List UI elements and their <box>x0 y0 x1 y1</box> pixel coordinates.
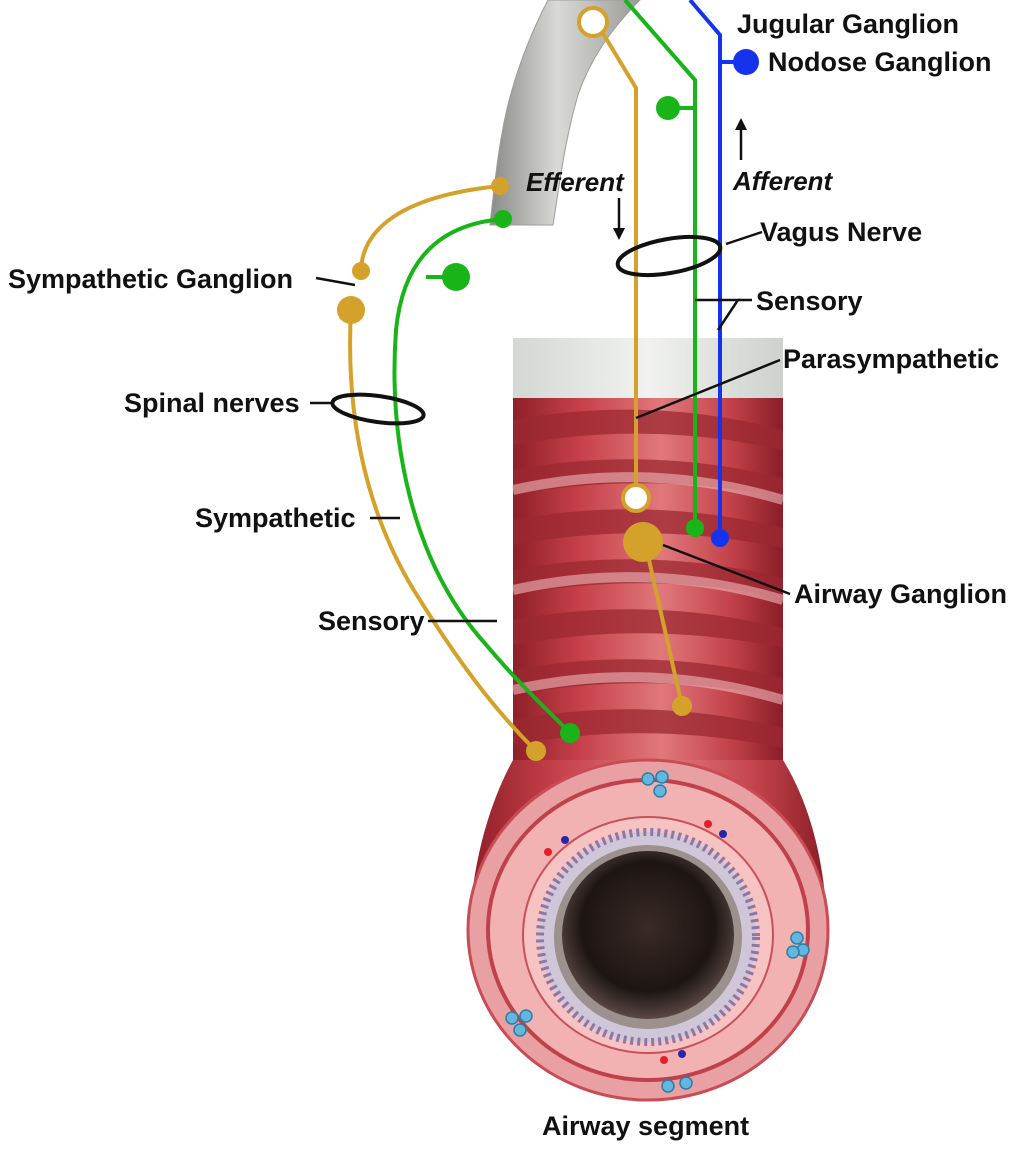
spinal-nerves-label: Spinal nerves <box>124 388 300 418</box>
sympathetic-ganglion-node <box>337 296 365 324</box>
airway-ganglion-label: Airway Ganglion <box>794 579 1007 609</box>
nodose-ganglion-node <box>733 49 759 75</box>
spinal-sensory-ganglion-node <box>442 263 470 291</box>
efferent-label: Efferent <box>526 167 625 197</box>
sympathetic-ganglion-label: Sympathetic Ganglion <box>8 264 293 294</box>
airway-ganglion-node <box>623 522 663 562</box>
parasympathetic-preganglionic-node <box>623 485 649 511</box>
sympathetic-preganglionic-node <box>491 177 509 195</box>
afferent-terminal <box>711 529 729 547</box>
sympathetic-ganglion-small-node <box>352 262 370 280</box>
vagal-sensory-label: Sensory <box>756 286 863 316</box>
vagus-nerve-bundle-ring <box>615 230 723 282</box>
sympathetic-terminal <box>526 741 546 761</box>
spinal-sensory-terminal <box>560 723 580 743</box>
nodose-ganglion-label: Nodose Ganglion <box>768 47 992 77</box>
vagal-sensory-node <box>656 96 680 120</box>
spinal-sensory-node <box>494 210 512 228</box>
afferent-arrow <box>735 118 747 160</box>
vagal-sensory-terminal <box>686 519 704 537</box>
sympathetic-fibre <box>361 186 500 271</box>
airway-segment-label: Airway segment <box>542 1111 749 1141</box>
sympathetic-label: Sympathetic <box>195 503 356 533</box>
spinal-nerve-bundle-ring <box>331 390 426 429</box>
jugular-ganglion-label: Jugular Ganglion <box>737 9 959 39</box>
efferent-arrow <box>613 198 625 240</box>
airway-cross-section <box>468 760 828 1100</box>
jugular-ganglion-node <box>579 8 607 36</box>
spinal-sensory-label: Sensory <box>318 606 425 636</box>
parasympathetic-label: Parasympathetic <box>783 344 999 374</box>
vagus-nerve-label: Vagus Nerve <box>760 217 922 247</box>
afferent-label: Afferent <box>732 166 834 196</box>
parasympathetic-terminal <box>672 696 692 716</box>
